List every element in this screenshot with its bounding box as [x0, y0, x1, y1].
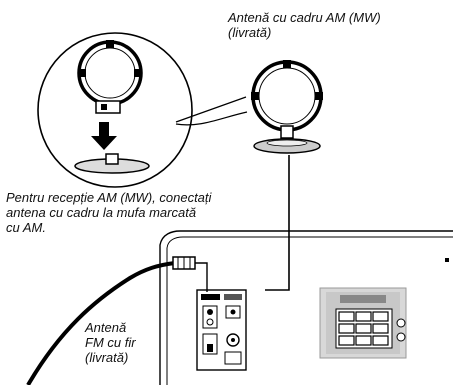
loop-antenna-icon	[77, 40, 143, 114]
unit-rear-outline	[159, 230, 453, 385]
fm-wire-antenna-label: Antenă FM cu fir (livrată)	[85, 320, 136, 365]
antenna-base-detail	[74, 153, 150, 174]
am-connection-note: Pentru recepție AM (MW), conectați anten…	[6, 190, 212, 235]
speaker-terminal-icon	[319, 287, 407, 359]
am-loop-antenna-label: Antenă cu cadru AM (MW) (livrată)	[228, 10, 381, 40]
fm-wire-antenna	[26, 256, 208, 385]
assembled-am-antenna	[251, 60, 323, 291]
down-arrow-icon	[91, 122, 117, 150]
rear-panel-icon	[196, 289, 247, 371]
